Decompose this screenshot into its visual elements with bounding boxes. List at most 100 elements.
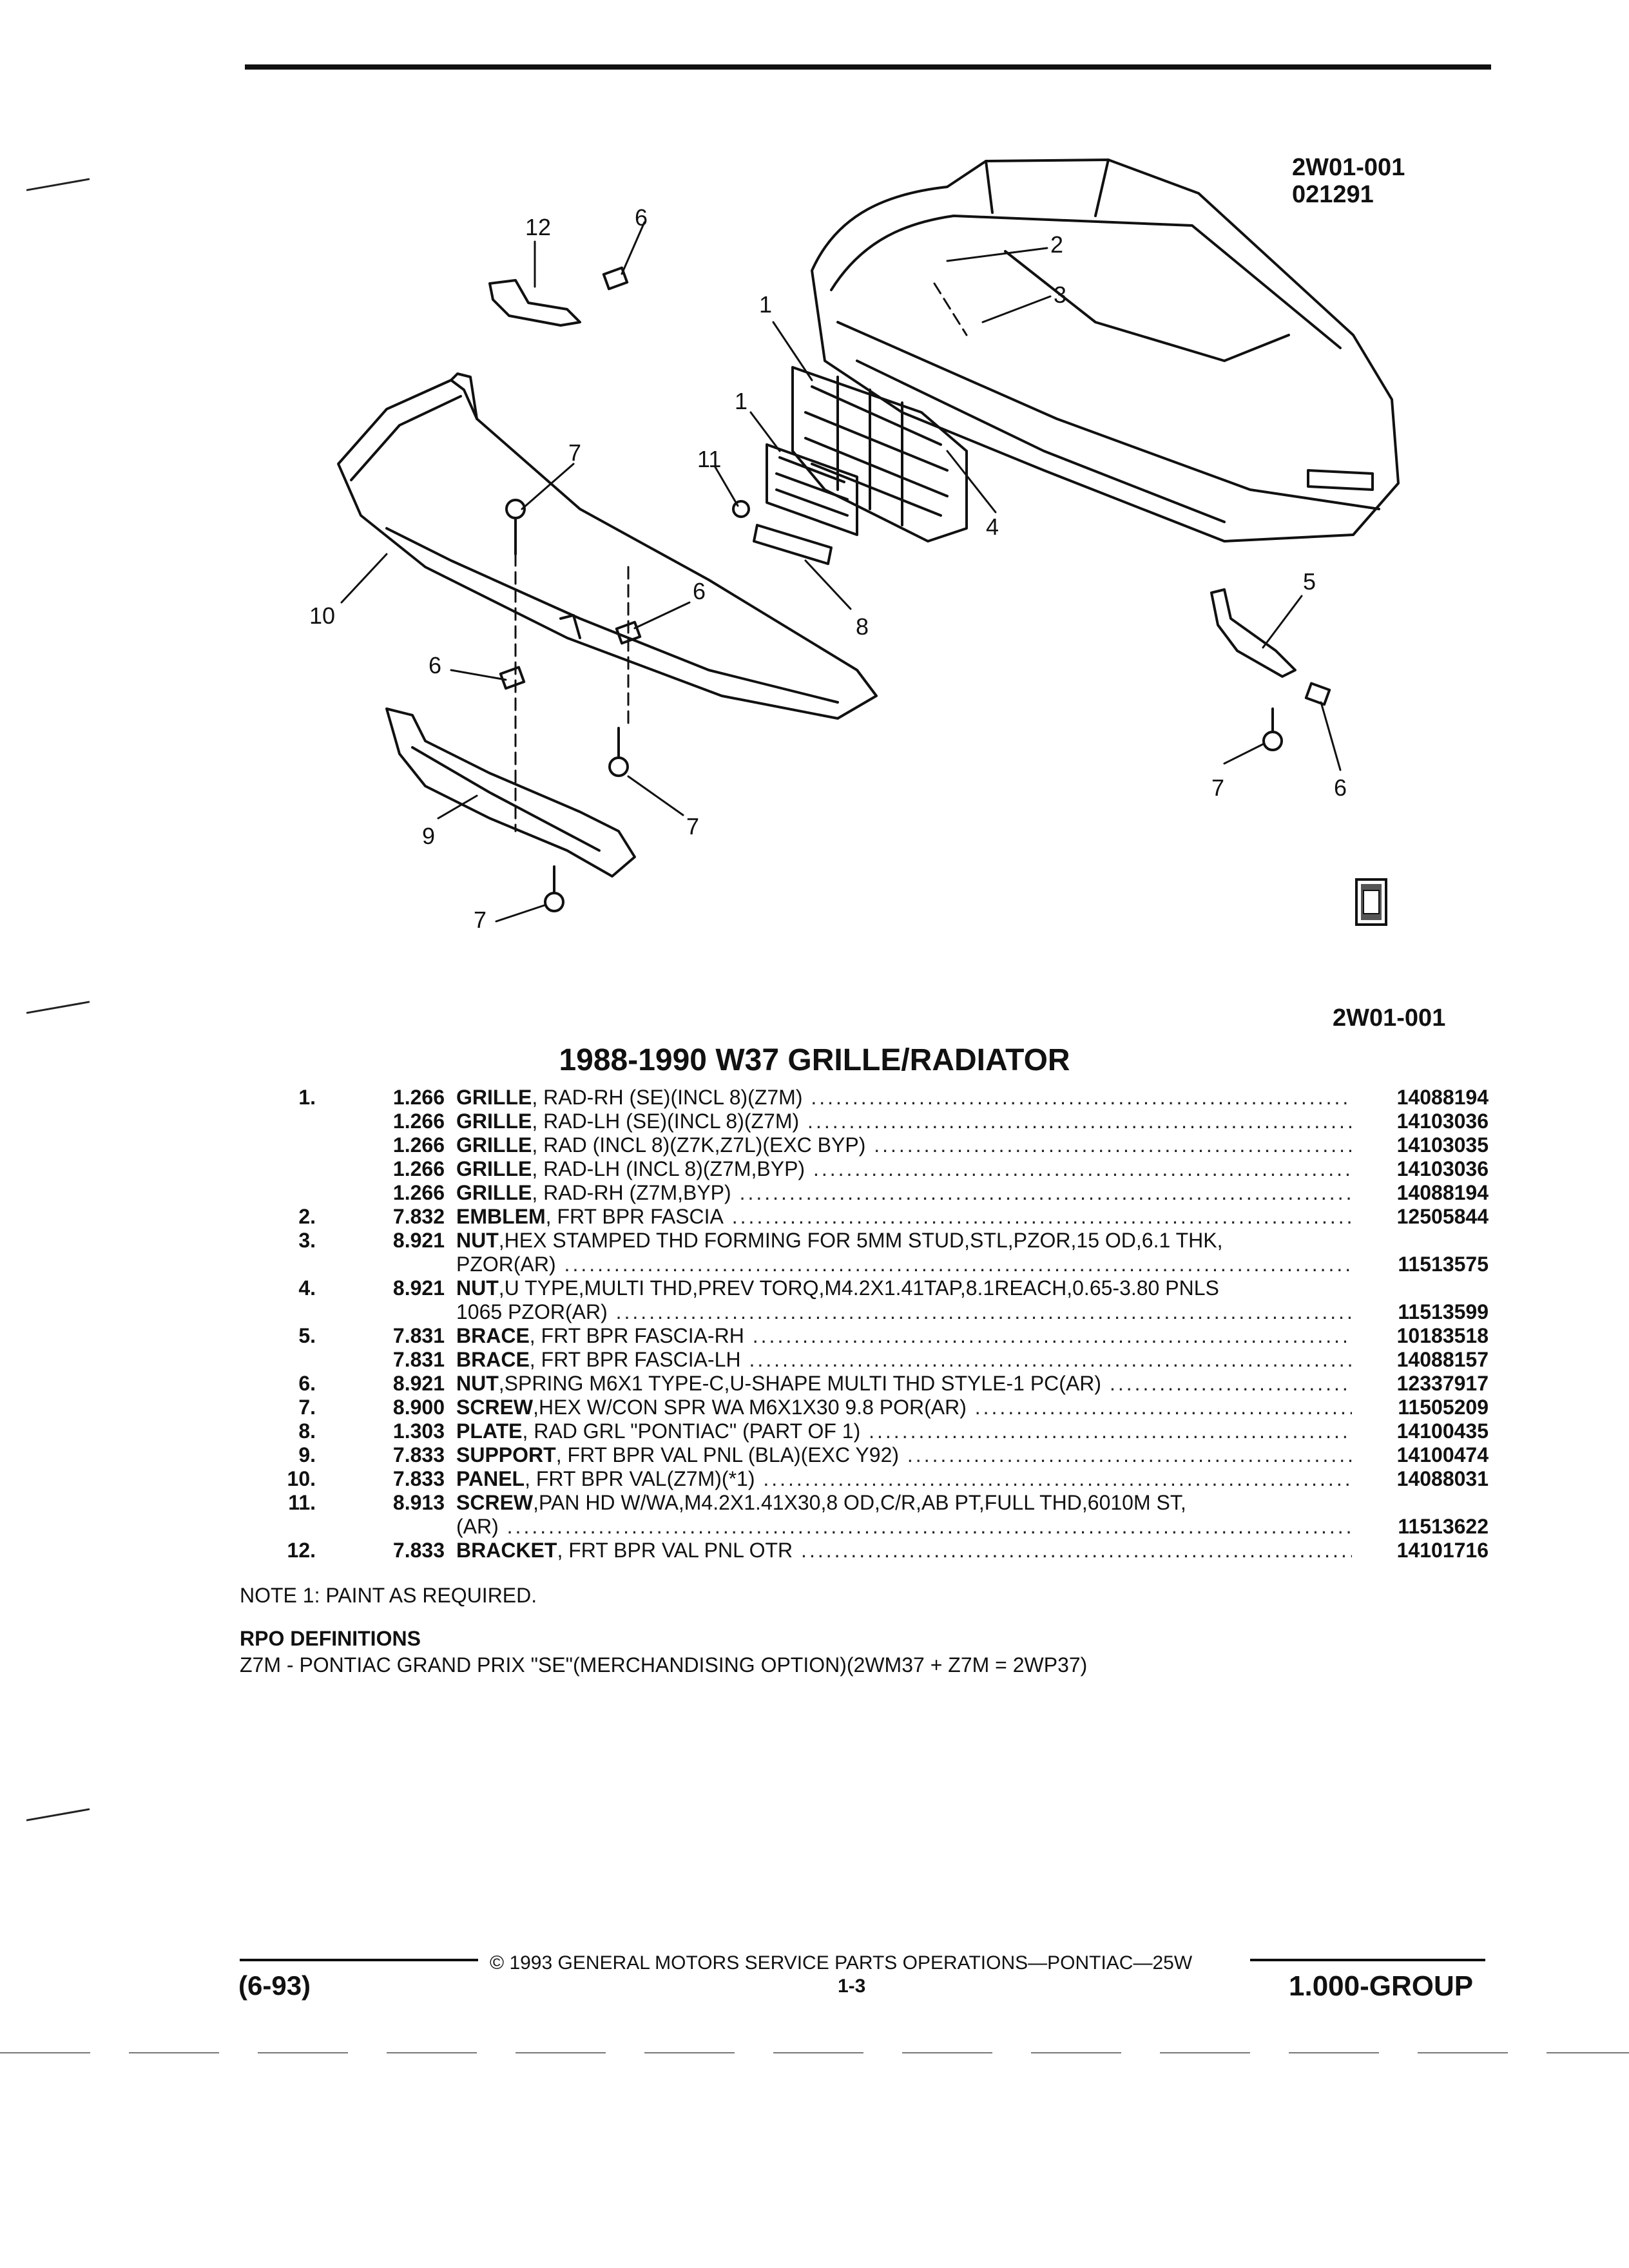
parts-row: PZOR(AR) ...............................… xyxy=(232,1253,1489,1276)
part-description: SCREW,HEX W/CON SPR WA M6X1X30 9.8 POR(A… xyxy=(456,1396,1352,1419)
front-fascia xyxy=(811,159,1400,543)
part-detail: ,SPRING M6X1 TYPE-C,U-SHAPE MULTI THD ST… xyxy=(498,1372,1102,1395)
callout-label: 4 xyxy=(986,514,999,540)
page-number: 1-3 xyxy=(838,1975,866,1997)
callout-label: 6 xyxy=(1334,774,1347,801)
gm-spo-badge-icon xyxy=(1355,878,1387,926)
callout-label: 1 xyxy=(759,291,772,318)
part-name: BRACE xyxy=(456,1348,530,1371)
callout-label: 11 xyxy=(697,446,721,472)
parts-row: 1.266 GRILLE, RAD (INCL 8)(Z7K,Z7L)(EXC B… xyxy=(232,1133,1489,1157)
part-detail: , RAD (INCL 8)(Z7K,Z7L)(EXC BYP) xyxy=(532,1133,866,1157)
part-description: PLATE, RAD GRL "PONTIAC" (PART OF 1) ...… xyxy=(456,1419,1352,1443)
item-ref: 1. xyxy=(298,1086,316,1109)
part-detail: , RAD-LH (SE)(INCL 8)(Z7M) xyxy=(532,1110,800,1133)
footer-group: 1.000-GROUP xyxy=(1289,1970,1474,2002)
leader-dots: ........................................… xyxy=(564,1253,1352,1276)
callout-label: 6 xyxy=(635,204,648,231)
item-ref: 11. xyxy=(288,1491,316,1514)
pan-head-screw xyxy=(732,500,750,518)
hex-screw xyxy=(544,865,564,912)
hex-screw xyxy=(608,727,629,777)
parts-row: 11. 8.913 SCREW,PAN HD W/WA,M4.2X1.41X30,8… xyxy=(232,1491,1489,1515)
part-number: 14088157 xyxy=(1396,1348,1489,1371)
figure-date: 021291 xyxy=(1292,181,1374,208)
part-name: GRILLE xyxy=(456,1086,532,1109)
group-number: 8.921 xyxy=(392,1372,445,1395)
part-number: 14101716 xyxy=(1396,1539,1489,1562)
item-ref: 6. xyxy=(298,1372,316,1395)
part-detail: , RAD-LH (INCL 8)(Z7M,BYP) xyxy=(532,1157,805,1180)
leader-dots: ........................................… xyxy=(1109,1372,1352,1395)
part-name: SCREW xyxy=(456,1491,534,1514)
part-name: GRILLE xyxy=(456,1181,532,1204)
figure-id-top: 2W01-001 xyxy=(1292,154,1405,181)
footer-rule-right xyxy=(1250,1959,1485,1961)
part-number: 11513599 xyxy=(1398,1300,1489,1323)
part-detail: , FRT BPR FASCIA xyxy=(545,1205,724,1228)
part-name: EMBLEM xyxy=(456,1205,546,1228)
leader-dots: ........................................… xyxy=(801,1539,1352,1562)
top-rule xyxy=(245,64,1491,70)
callout-label: 6 xyxy=(429,652,441,678)
spring-nut xyxy=(1304,682,1331,706)
part-detail: , FRT BPR VAL(Z7M)(*1) xyxy=(525,1467,755,1490)
part-description: PZOR(AR) ...............................… xyxy=(456,1253,1352,1276)
item-ref: 7. xyxy=(298,1396,316,1419)
part-detail: ,HEX STAMPED THD FORMING FOR 5MM STUD,ST… xyxy=(498,1229,1223,1252)
figure-id-bottom: 2W01-001 xyxy=(1333,1004,1446,1032)
part-description: GRILLE, RAD-RH (Z7M,BYP) ...............… xyxy=(456,1181,1352,1205)
leader-dots: ........................................… xyxy=(506,1515,1352,1538)
item-ref: 12. xyxy=(287,1539,316,1562)
group-number: 7.833 xyxy=(392,1443,445,1466)
part-name: PLATE xyxy=(456,1419,523,1443)
part-detail: ,HEX W/CON SPR WA M6X1X30 9.8 POR(AR) xyxy=(533,1396,967,1419)
callout-label: 7 xyxy=(474,907,487,933)
spring-nut xyxy=(499,666,526,690)
group-number: 1.266 xyxy=(392,1133,445,1157)
item-ref: 3. xyxy=(298,1229,316,1252)
part-detail: 1065 PZOR(AR) xyxy=(456,1300,608,1323)
part-number: 14100474 xyxy=(1396,1443,1489,1466)
callout-label: 9 xyxy=(422,823,435,849)
callout-label: 12 xyxy=(525,214,551,240)
group-number: 7.833 xyxy=(392,1539,445,1562)
leader-dots: ........................................… xyxy=(752,1324,1352,1347)
part-name: GRILLE xyxy=(456,1133,532,1157)
part-description: BRACE, FRT BPR FASCIA-RH ...............… xyxy=(456,1324,1352,1348)
leader-dots: ........................................… xyxy=(807,1110,1352,1133)
callout-label: 5 xyxy=(1303,568,1316,595)
part-number: 11513622 xyxy=(1398,1515,1489,1538)
item-ref: 10. xyxy=(287,1467,316,1490)
group-number: 8.913 xyxy=(392,1491,445,1514)
part-number: 11505209 xyxy=(1398,1396,1489,1419)
radiator-grille xyxy=(766,366,968,543)
part-name: BRACKET xyxy=(456,1539,557,1562)
part-number: 12505844 xyxy=(1396,1205,1489,1228)
group-number: 7.831 xyxy=(392,1324,445,1347)
part-description: GRILLE, RAD-RH (SE)(INCL 8)(Z7M) .......… xyxy=(456,1086,1352,1110)
part-name: NUT xyxy=(456,1229,499,1252)
footer-rule-left xyxy=(240,1959,478,1961)
part-description: SCREW,PAN HD W/WA,M4.2X1.41X30,8 OD,C/R,… xyxy=(456,1491,1352,1515)
part-detail: , FRT BPR FASCIA-RH xyxy=(529,1324,744,1347)
part-description: NUT,U TYPE,MULTI THD,PREV TORQ,M4.2X1.41… xyxy=(456,1276,1352,1300)
part-number: 14088194 xyxy=(1396,1086,1489,1109)
part-description: (AR) ...................................… xyxy=(456,1515,1352,1539)
part-number: 14103036 xyxy=(1396,1110,1489,1133)
callout-label: 10 xyxy=(309,602,335,629)
leader-dots: ........................................… xyxy=(974,1396,1352,1419)
parts-row: (AR) ...................................… xyxy=(232,1515,1489,1539)
leader-dots: ........................................… xyxy=(749,1348,1352,1371)
part-name: BRACE xyxy=(456,1324,530,1347)
callout-label: 2 xyxy=(1050,231,1063,258)
part-description: 1065 PZOR(AR) ..........................… xyxy=(456,1300,1352,1324)
